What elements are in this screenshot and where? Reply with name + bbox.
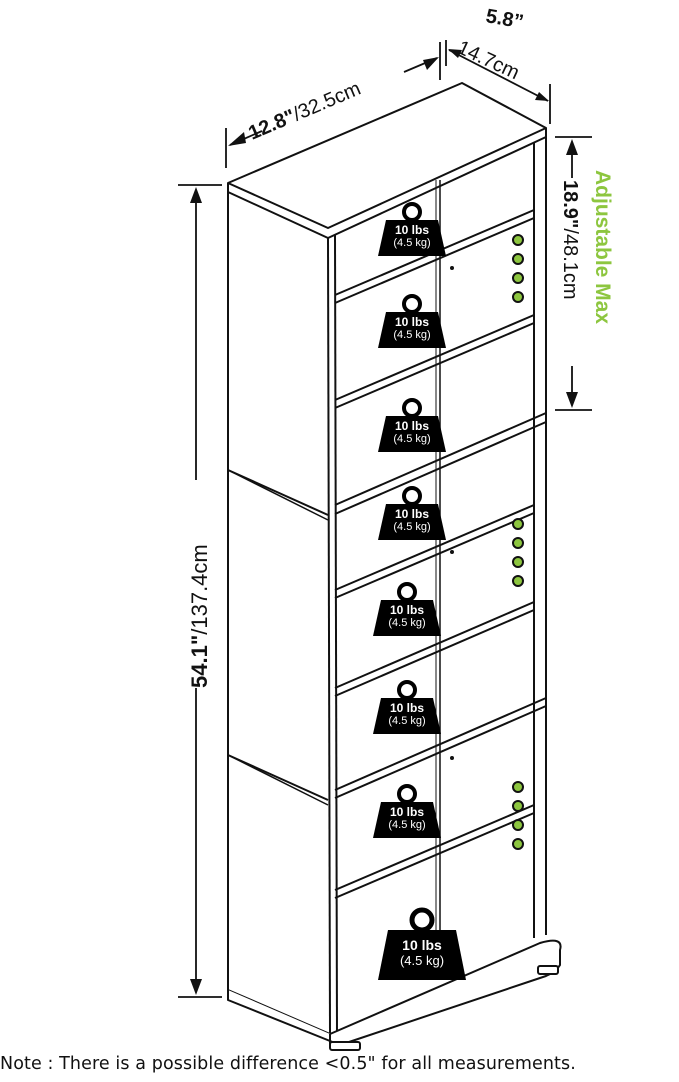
shelf-pin-holes bbox=[512, 234, 524, 850]
top-panel bbox=[227, 82, 547, 229]
weight-kg: (4.5 kg) bbox=[388, 617, 425, 629]
weight-icon: 10 lbs (4.5 kg) bbox=[378, 486, 446, 540]
height-cm: /137.4cm bbox=[187, 544, 212, 635]
weight-badges: 10 lbs (4.5 kg) 10 lbs (4.5 kg) 10 lbs (… bbox=[373, 202, 466, 980]
foot bbox=[329, 1041, 361, 1051]
weight-lbs: 10 lbs bbox=[395, 507, 429, 521]
weight-lbs: 10 lbs bbox=[402, 937, 442, 953]
weight-kg: (4.5 kg) bbox=[393, 237, 430, 249]
depth-cm: 14.7cm bbox=[454, 37, 523, 85]
weight-lbs: 10 lbs bbox=[390, 805, 424, 819]
weight-kg: (4.5 kg) bbox=[388, 715, 425, 727]
weight-icon: 10 lbs (4.5 kg) bbox=[373, 680, 441, 734]
weight-lbs: 10 lbs bbox=[390, 603, 424, 617]
shelf-height-label: 18.9"/48.1cm bbox=[559, 180, 581, 300]
foot bbox=[537, 965, 559, 975]
weight-icon: 10 lbs (4.5 kg) bbox=[378, 202, 446, 256]
weight-kg: (4.5 kg) bbox=[393, 433, 430, 445]
weight-icon: 10 lbs (4.5 kg) bbox=[378, 907, 466, 980]
left-side-panel bbox=[227, 192, 331, 1035]
height-inches: 54.1" bbox=[187, 635, 212, 688]
weight-kg: (4.5 kg) bbox=[393, 521, 430, 533]
adjustable-max-label: Adjustable Max bbox=[591, 170, 614, 324]
bottom-base bbox=[227, 939, 562, 1046]
weight-icon: 10 lbs (4.5 kg) bbox=[373, 582, 441, 636]
weight-icon: 10 lbs (4.5 kg) bbox=[378, 294, 446, 348]
measurement-note: Note : There is a possible difference <0… bbox=[0, 1054, 576, 1074]
svg-text:54.1"/137.4cm: 54.1"/137.4cm bbox=[187, 544, 212, 688]
svg-text:18.9"/48.1cm: 18.9"/48.1cm bbox=[559, 180, 581, 300]
width-cm: /32.5cm bbox=[290, 78, 364, 126]
depth-inches: 5.8” bbox=[484, 5, 525, 33]
weight-lbs: 10 lbs bbox=[395, 223, 429, 237]
shelf-inches: 18.9" bbox=[559, 180, 581, 228]
width-inches: 12.8" bbox=[245, 105, 298, 144]
height-label: 54.1"/137.4cm bbox=[187, 544, 212, 688]
weight-lbs: 10 lbs bbox=[390, 701, 424, 715]
weight-lbs: 10 lbs bbox=[395, 419, 429, 433]
weight-icon: 10 lbs (4.5 kg) bbox=[378, 398, 446, 452]
weight-lbs: 10 lbs bbox=[395, 315, 429, 329]
weight-kg: (4.5 kg) bbox=[388, 819, 425, 831]
weight-kg: (4.5 kg) bbox=[393, 329, 430, 341]
shelf-cm: /48.1cm bbox=[559, 228, 581, 299]
weight-icon: 10 lbs (4.5 kg) bbox=[373, 784, 441, 838]
weight-kg: (4.5 kg) bbox=[400, 953, 444, 968]
shelves bbox=[334, 209, 547, 899]
